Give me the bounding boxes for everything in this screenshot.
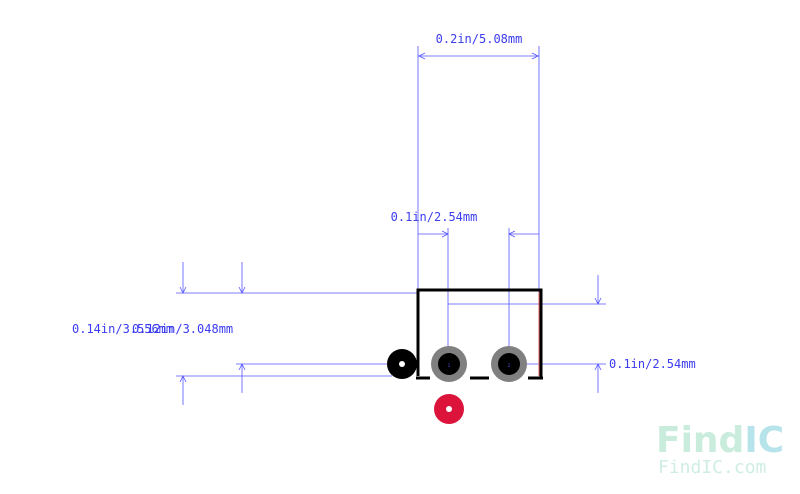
component-outline xyxy=(416,288,543,380)
dimension-left-heights: 0.14in/3.556mm 0.12in/3.048mm xyxy=(72,262,418,405)
watermark-logo-part1: Find xyxy=(656,420,744,461)
pad-1-label: 1 xyxy=(448,363,451,368)
dimension-top-width-label: 0.2in/5.08mm xyxy=(436,32,523,46)
dimension-pin-pitch-top: 0.1in/2.54mm xyxy=(391,210,539,366)
watermark-logo: FindIC xyxy=(656,420,784,461)
watermark-url: FindIC.com xyxy=(658,457,766,478)
pin1-marker-black xyxy=(387,349,417,379)
pad-1: 1 xyxy=(431,346,467,382)
dimension-right-pitch-label: 0.1in/2.54mm xyxy=(609,357,696,371)
pad-2-label: 2 xyxy=(508,363,511,368)
dimension-right-pitch: 0.1in/2.54mm xyxy=(448,275,696,393)
dimension-left-height-a-label: 0.14in/3.556mm xyxy=(72,322,173,336)
dimension-pin-pitch-top-label: 0.1in/2.54mm xyxy=(391,210,478,224)
watermark-logo-part2: IC xyxy=(744,420,784,461)
pad-2: 2 xyxy=(491,346,527,382)
dimension-top-width: 0.2in/5.08mm xyxy=(417,32,540,292)
dimension-left-height-b-label: 0.12in/3.048mm xyxy=(132,322,233,336)
pin-marker-red xyxy=(434,394,464,424)
watermark: FindIC FindIC.com xyxy=(656,420,784,478)
